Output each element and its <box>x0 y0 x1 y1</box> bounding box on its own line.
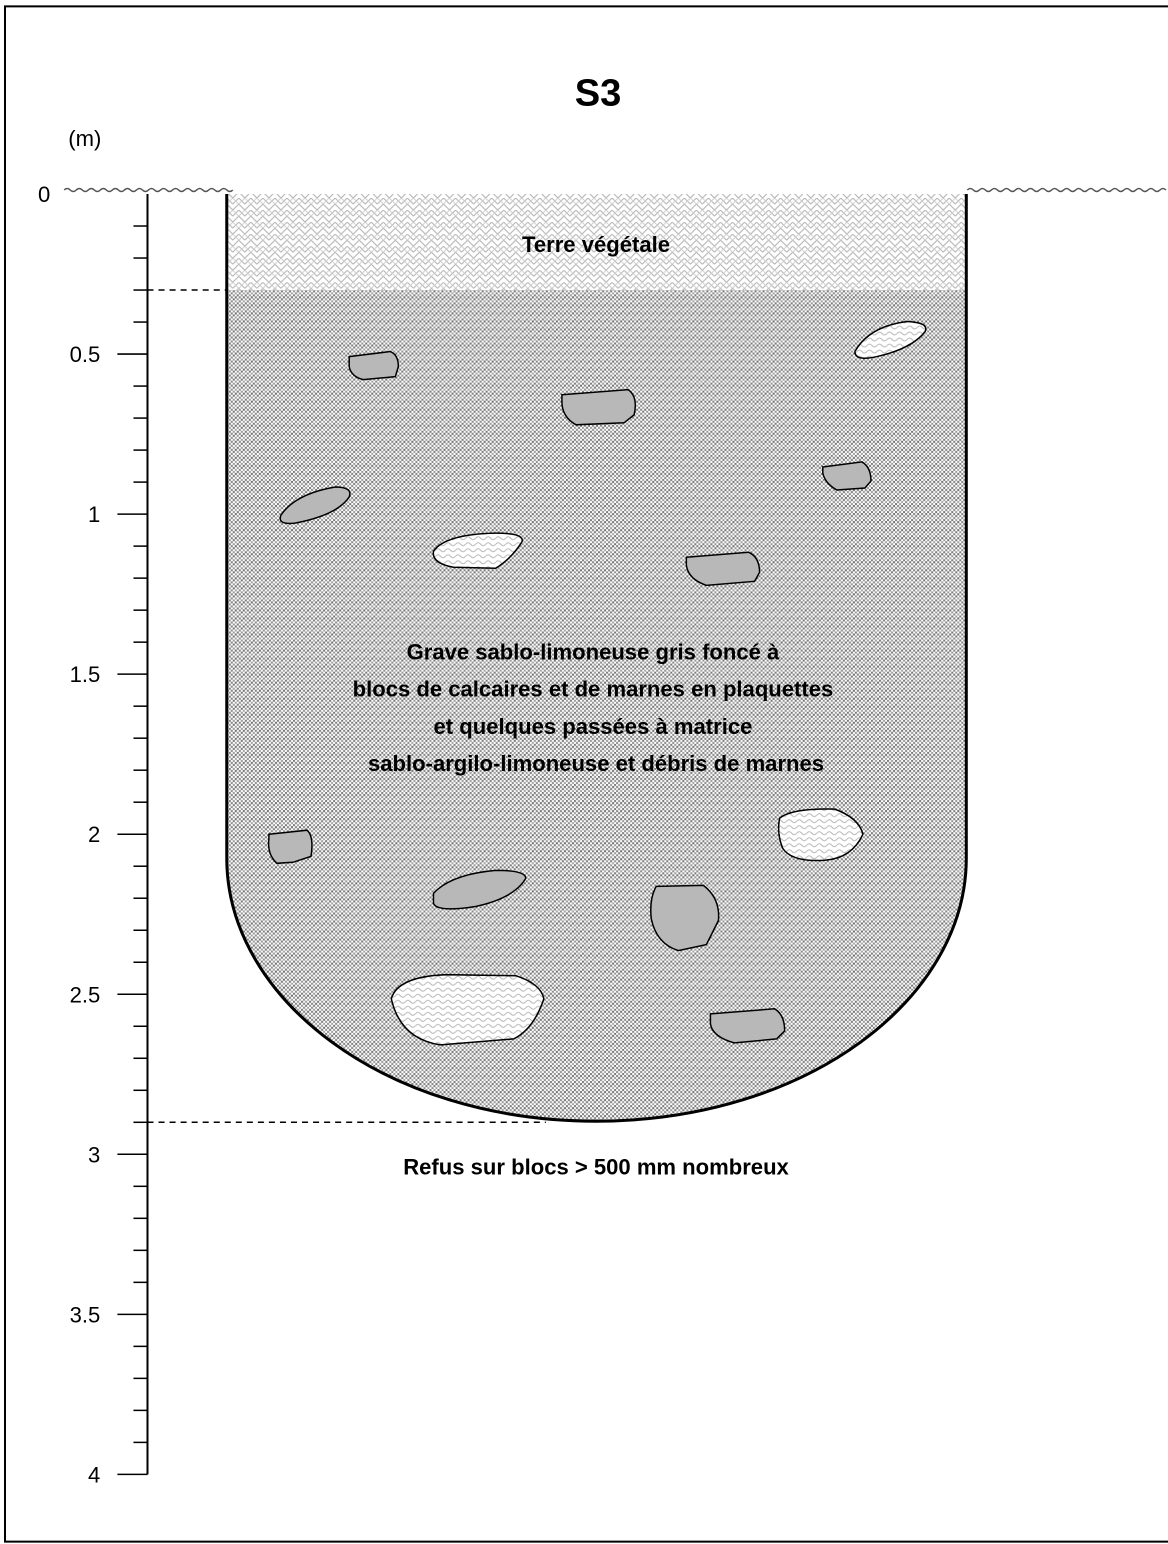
depth-tick-label: 0 <box>38 182 50 207</box>
layer-topsoil-label: Terre végétale <box>522 232 670 257</box>
limestone-block <box>561 388 637 426</box>
depth-tick-label: 0.5 <box>70 342 101 367</box>
depth-unit-label: (m) <box>68 126 101 151</box>
limestone-block <box>432 869 527 910</box>
layer-gravel-label-line-1: Grave sablo-limoneuse gris foncé à <box>407 640 780 665</box>
marl-block <box>777 808 864 862</box>
layer-gravel-label-line-4: sablo-argilo-limoneuse et débris de marn… <box>368 751 824 776</box>
limestone-block <box>709 1008 786 1044</box>
layer-gravel-label-line-3: et quelques passées à matrice <box>434 714 753 739</box>
figure-title: S3 <box>575 72 622 115</box>
layer-gravel-label-line-2: blocs de calcaires et de marnes en plaqu… <box>353 677 834 702</box>
limestone-block <box>685 551 761 587</box>
layer-gravel-fill <box>226 290 967 1122</box>
limestone-block <box>267 829 313 865</box>
depth-tick-label: 1 <box>88 502 100 527</box>
marl-block <box>432 532 523 570</box>
depth-tick-label: 2 <box>88 822 100 847</box>
blocks <box>267 320 927 1046</box>
limestone-block <box>348 350 400 381</box>
depth-axis: 0 0.5 1 1.5 2 2.5 3 3.5 4 <box>38 182 149 1487</box>
marl-block <box>854 320 927 359</box>
limestone-block <box>650 884 720 952</box>
depth-tick-label: 4 <box>88 1462 100 1487</box>
marl-block <box>390 973 545 1046</box>
ground-surface-line <box>63 187 1167 193</box>
limestone-block <box>279 486 351 525</box>
depth-tick-label: 2.5 <box>70 982 101 1007</box>
depth-tick-label: 3.5 <box>70 1302 101 1327</box>
borehole-log-diagram: S3 (m) 0 0.5 1 1.5 2 2.5 3 3.5 4 Terre végétale <box>4 5 1168 1543</box>
pit-outline <box>225 194 968 1123</box>
depth-tick-label: 1.5 <box>70 662 101 687</box>
pit-fill <box>226 194 967 1122</box>
layer-topsoil-fill <box>226 194 967 291</box>
limestone-block <box>822 461 872 491</box>
depth-tick-label: 3 <box>88 1142 100 1167</box>
layer-gravel-label: Grave sablo-limoneuse gris foncé à blocs… <box>353 640 840 776</box>
refusal-label: Refus sur blocs > 500 mm nombreux <box>403 1154 789 1179</box>
